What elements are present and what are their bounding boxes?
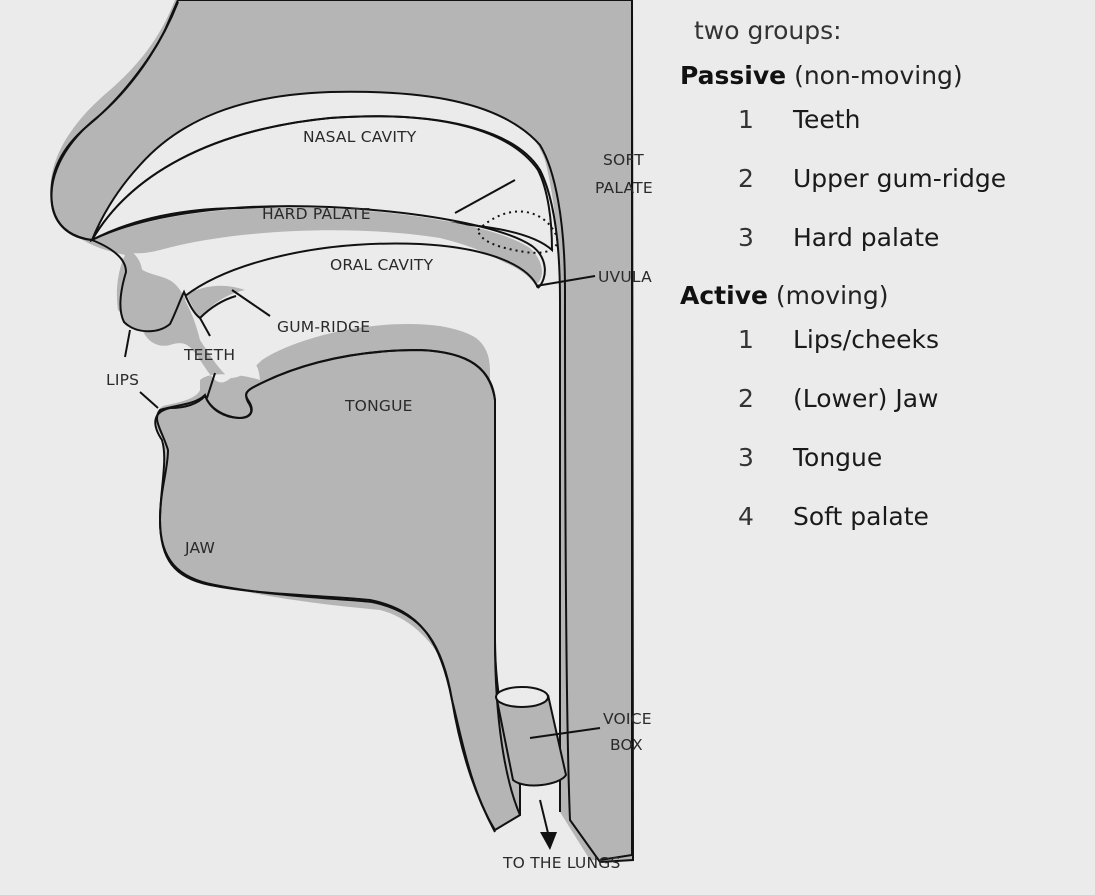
list-item: 2 Upper gum-ridge: [680, 163, 1080, 194]
item-text: Soft palate: [793, 502, 929, 531]
label-soft-palate: SOFT: [603, 151, 644, 169]
label-voice-box-2: BOX: [610, 736, 643, 754]
active-list: 1 Lips/cheeks 2 (Lower) Jaw 3 Tongue 4 S…: [680, 324, 1080, 532]
label-hard-palate: HARD PALATE: [262, 205, 371, 223]
legend-intro: two groups:: [694, 16, 1080, 45]
active-heading: Active (moving): [680, 281, 1080, 310]
label-soft-palate-2: PALATE: [595, 179, 653, 197]
passive-title: Passive: [680, 61, 786, 90]
label-jaw: JAW: [184, 539, 215, 557]
list-item: 4 Soft palate: [680, 501, 1080, 532]
item-number: 1: [680, 325, 793, 354]
vocal-tract-diagram: NASAL CAVITY SOFT PALATE HARD PALATE ORA…: [0, 0, 680, 895]
active-subtitle: (moving): [776, 281, 889, 310]
item-number: 3: [680, 443, 793, 472]
label-to-the-lungs: TO THE LUNGS: [502, 854, 621, 872]
item-text: Teeth: [793, 105, 860, 134]
label-lips: LIPS: [106, 371, 139, 389]
list-item: 3 Hard palate: [680, 222, 1080, 253]
item-text: Tongue: [793, 443, 882, 472]
item-number: 2: [680, 164, 793, 193]
list-item: 1 Teeth: [680, 104, 1080, 135]
articulators-legend: two groups: Passive (non-moving) 1 Teeth…: [680, 16, 1080, 560]
label-uvula: UVULA: [598, 268, 652, 286]
list-item: 1 Lips/cheeks: [680, 324, 1080, 355]
passive-list: 1 Teeth 2 Upper gum-ridge 3 Hard palate: [680, 104, 1080, 253]
item-text: (Lower) Jaw: [793, 384, 938, 413]
active-title: Active: [680, 281, 768, 310]
list-item: 3 Tongue: [680, 442, 1080, 473]
item-text: Lips/cheeks: [793, 325, 939, 354]
item-number: 3: [680, 223, 793, 252]
label-tongue: TONGUE: [344, 397, 413, 415]
label-teeth: TEETH: [183, 346, 235, 364]
list-item: 2 (Lower) Jaw: [680, 383, 1080, 414]
label-voice-box: VOICE: [603, 710, 652, 728]
label-gum-ridge: GUM-RIDGE: [277, 318, 370, 336]
item-text: Upper gum-ridge: [793, 164, 1006, 193]
item-number: 1: [680, 105, 793, 134]
passive-subtitle: (non-moving): [794, 61, 963, 90]
item-number: 2: [680, 384, 793, 413]
passive-heading: Passive (non-moving): [680, 61, 1080, 90]
label-nasal-cavity: NASAL CAVITY: [303, 128, 417, 146]
label-oral-cavity: ORAL CAVITY: [330, 256, 434, 274]
item-text: Hard palate: [793, 223, 939, 252]
item-number: 4: [680, 502, 793, 531]
